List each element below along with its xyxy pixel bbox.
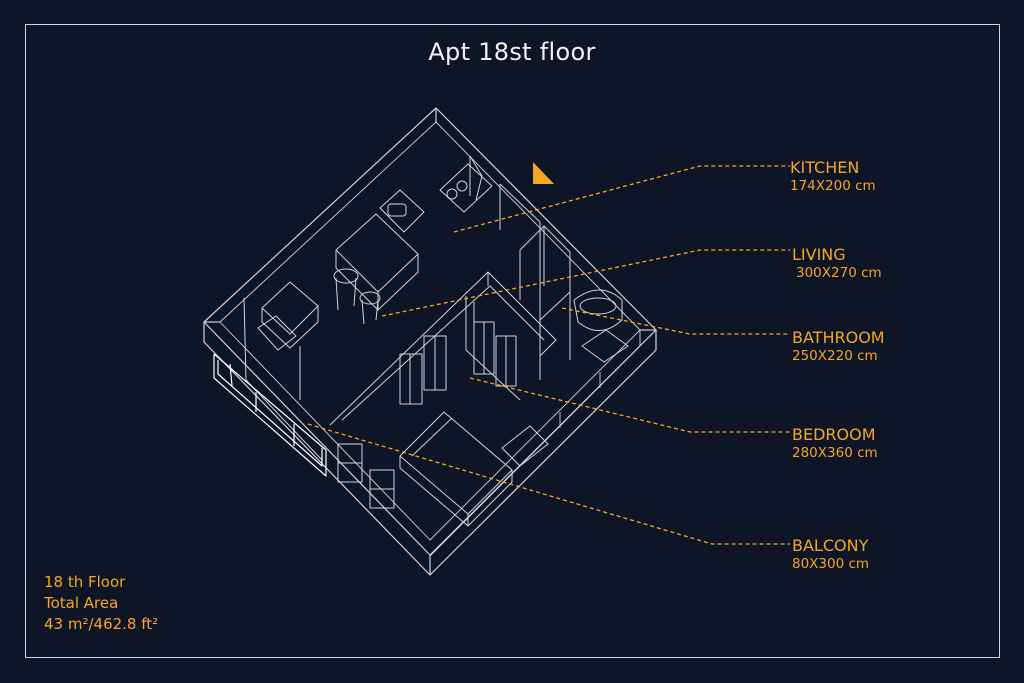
room-name: LIVING (792, 245, 846, 264)
room-label-kitchen: KITCHEN 174X200 cm (790, 158, 876, 195)
room-dims: 80X300 cm (792, 556, 870, 572)
room-name: BEDROOM (792, 425, 876, 444)
room-dims: 280X360 cm (792, 445, 878, 461)
room-dims: 250X220 cm (792, 348, 878, 364)
room-label-balcony: BALCONY 80X300 cm (792, 536, 869, 573)
bedroom-furniture (337, 321, 549, 527)
room-label-bathroom: BATHROOM 250X220 cm (792, 328, 885, 365)
room-name: BALCONY (792, 536, 869, 555)
floor-number: 18 th Floor (44, 573, 126, 591)
room-name: BATHROOM (792, 328, 885, 347)
living-furniture (257, 268, 381, 351)
area-label: Total Area (44, 594, 119, 612)
room-dims: 300X270 cm (796, 265, 882, 281)
leader-kitchen (453, 165, 790, 233)
room-dims: 174X200 cm (790, 178, 876, 194)
room-label-bedroom: BEDROOM 280X360 cm (792, 425, 878, 462)
leader-balcony (307, 423, 790, 545)
north-arrow-icon (533, 162, 554, 184)
drawing-frame (25, 24, 1000, 658)
room-name: KITCHEN (790, 158, 860, 177)
interior-walls (243, 183, 571, 461)
outer-walls (203, 107, 657, 576)
room-label-living: LIVING 300X270 cm (792, 245, 882, 282)
page-title: Apt 18st floor (428, 38, 596, 66)
leader-living (381, 249, 790, 317)
area-value: 43 m²/462.8 ft² (44, 615, 159, 633)
leader-bedroom (469, 377, 790, 433)
floor-info: 18 th Floor Total Area 43 m²/462.8 ft² (44, 572, 158, 635)
wall-thickness (429, 330, 641, 557)
balcony-railing (213, 353, 327, 477)
bathroom-fixtures (539, 289, 629, 363)
leader-bathroom (561, 307, 790, 335)
